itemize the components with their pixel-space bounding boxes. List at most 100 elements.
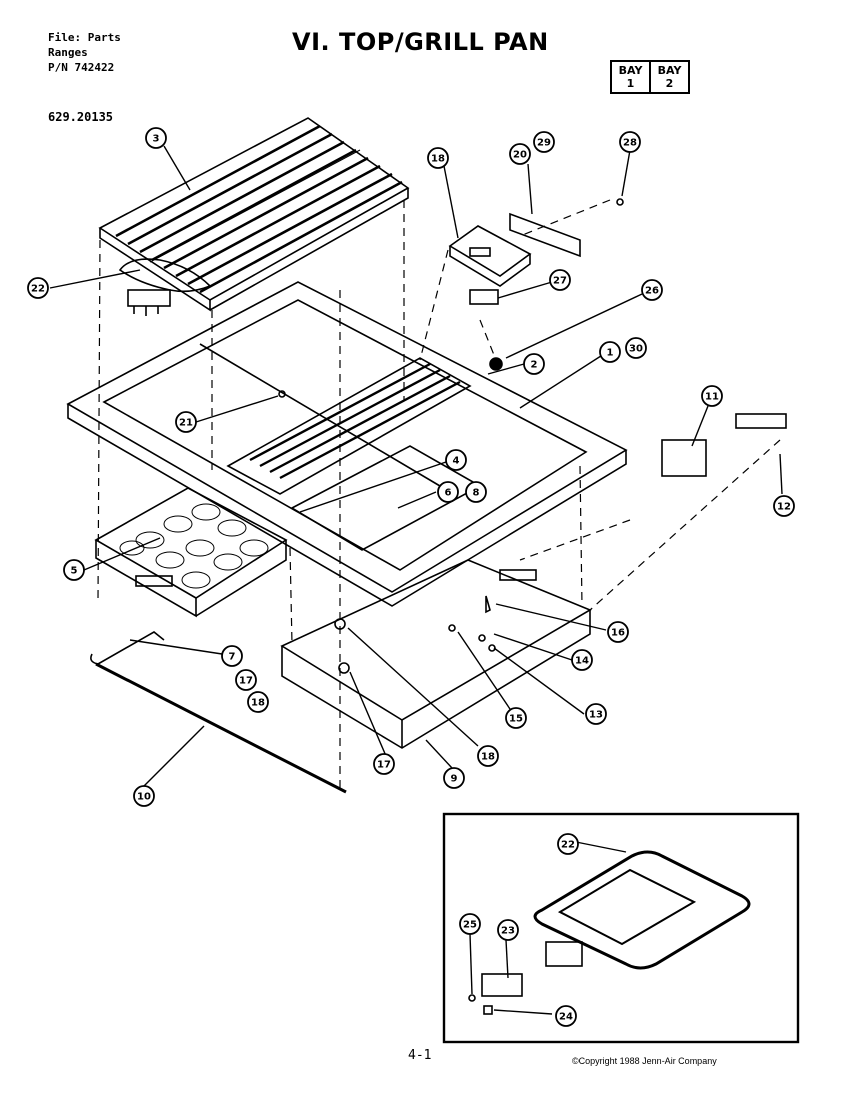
- file-info: File: Parts Ranges P/N 742422: [48, 30, 121, 75]
- callout-label: 1: [607, 348, 614, 359]
- callout-label: 18: [431, 154, 445, 165]
- callout-label: 27: [553, 276, 567, 287]
- callout-label: 30: [629, 344, 643, 355]
- callout-label: 14: [575, 656, 589, 667]
- callout-5: 5: [63, 559, 85, 581]
- bay-2-number: 2: [665, 77, 674, 90]
- callout-11: 11: [701, 385, 723, 407]
- callout-label: 22: [561, 840, 575, 851]
- page-title: VI. TOP/GRILL PAN: [292, 28, 549, 56]
- grill-pan: [280, 559, 592, 749]
- rock-tray: [94, 487, 288, 618]
- screw-25: [468, 994, 476, 1002]
- callout-6: 6: [437, 481, 459, 503]
- callout-29: 29: [533, 131, 555, 153]
- bay-2-label: BAY: [657, 64, 682, 77]
- heating-element-left: [118, 258, 212, 316]
- callout-label: 23: [501, 926, 515, 937]
- callout-label: 15: [509, 714, 523, 725]
- callout-17: 17: [373, 753, 395, 775]
- bay-1-label: BAY: [618, 64, 643, 77]
- callout-label: 16: [611, 628, 625, 639]
- callout-label: 10: [137, 792, 151, 803]
- callout-12: 12: [773, 495, 795, 517]
- model-number: 629.20135: [48, 110, 114, 124]
- bay-box: BAY 1 BAY 2: [610, 60, 690, 94]
- receptacle: [661, 439, 707, 477]
- callout-3: 3: [145, 127, 167, 149]
- callout-label: 18: [251, 698, 265, 709]
- callout-21: 21: [175, 411, 197, 433]
- callout-13: 13: [585, 703, 607, 725]
- callout-label: 8: [473, 488, 480, 499]
- grommet-26: [489, 357, 503, 371]
- center-grill-insert: [226, 357, 472, 495]
- callout-label: 11: [705, 392, 719, 403]
- file-info-line-2: Ranges: [48, 46, 88, 59]
- terminal-block-23: [481, 973, 523, 997]
- callout-24: 24: [555, 1005, 577, 1027]
- element-terminals: [545, 941, 583, 967]
- inset-box: [442, 812, 800, 1044]
- callout-label: 6: [445, 488, 452, 499]
- callout-22: 22: [27, 277, 49, 299]
- callout-label: 21: [179, 418, 193, 429]
- callout-label: 28: [623, 138, 637, 149]
- file-info-line-3: P/N 742422: [48, 61, 115, 74]
- grill-grate: [98, 117, 410, 312]
- callout-30: 30: [625, 337, 647, 359]
- callout-label: 13: [589, 710, 603, 721]
- bay-1-number: 1: [626, 77, 635, 90]
- mounting-bracket: [509, 212, 581, 258]
- callout-23: 23: [497, 919, 519, 941]
- callout-label: 9: [451, 774, 458, 785]
- receptacle-bracket: [735, 413, 787, 429]
- callout-label: 25: [463, 920, 477, 931]
- callout-label: 26: [645, 286, 659, 297]
- callout-label: 24: [559, 1012, 573, 1023]
- callout-label: 17: [239, 676, 253, 687]
- clip-24: [483, 1005, 493, 1015]
- callout-14: 14: [571, 649, 593, 671]
- callout-label: 7: [229, 652, 236, 663]
- callout-label: 12: [777, 502, 791, 513]
- screw-28: [616, 198, 624, 206]
- callout-27: 27: [549, 269, 571, 291]
- callout-label: 20: [513, 150, 527, 161]
- callout-label: 5: [71, 566, 78, 577]
- support-rod: [95, 662, 347, 794]
- callout-label: 18: [481, 752, 495, 763]
- callout-2: 2: [523, 353, 545, 375]
- copyright: ©Copyright 1988 Jenn-Air Company: [572, 1056, 717, 1066]
- callout-18: 18: [247, 691, 269, 713]
- callout-label: 29: [537, 138, 551, 149]
- callout-9: 9: [443, 767, 465, 789]
- callout-28: 28: [619, 131, 641, 153]
- callout-4: 4: [445, 449, 467, 471]
- callout-26: 26: [641, 279, 663, 301]
- callout-8: 8: [465, 481, 487, 503]
- cooktop-frame: [66, 281, 628, 607]
- callout-label: 3: [153, 134, 160, 145]
- bay-2-cell: BAY 2: [649, 62, 688, 92]
- callout-15: 15: [505, 707, 527, 729]
- callout-17: 17: [235, 669, 257, 691]
- screw-21: [278, 390, 286, 398]
- heating-element-detail: [533, 850, 751, 970]
- callout-18: 18: [477, 745, 499, 767]
- switch-bracket: [448, 225, 532, 287]
- drip-tray-handle: [90, 631, 165, 665]
- callout-label: 2: [531, 360, 538, 371]
- page-number: 4-1: [408, 1048, 432, 1063]
- file-info-line-1: File: Parts: [48, 31, 121, 44]
- callout-20: 20: [509, 143, 531, 165]
- callout-10: 10: [133, 785, 155, 807]
- terminal-block-27: [469, 289, 499, 305]
- callout-label: 4: [453, 456, 460, 467]
- callout-7: 7: [221, 645, 243, 667]
- callout-18: 18: [427, 147, 449, 169]
- callout-label: 17: [377, 760, 391, 771]
- callout-25: 25: [459, 913, 481, 935]
